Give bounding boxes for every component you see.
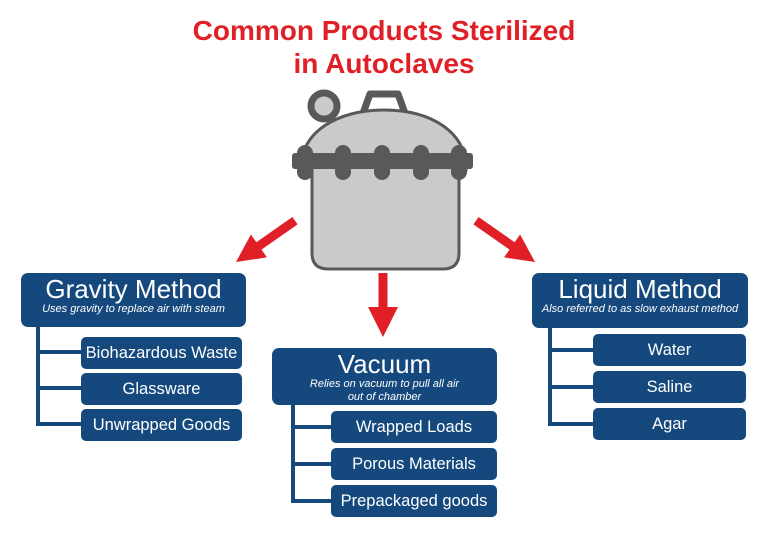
liquid-method-box: Liquid Method Also referred to as slow e… [532,273,748,328]
page-title-line2: in Autoclaves [293,48,475,80]
lid-band [292,153,473,169]
vacuum-method-subtitle: Relies on vacuum to pull all air out of … [309,378,460,403]
gravity-connector-stub [36,422,82,426]
vacuum-method-box: Vacuum Relies on vacuum to pull all air … [272,348,497,405]
gravity-connector-stub [36,350,82,354]
gravity-connector-line [36,327,40,424]
gravity-item-biohazardous-waste: Biohazardous Waste [81,337,242,369]
liquid-connector-line [548,328,552,424]
gravity-method-box: Gravity Method Uses gravity to replace a… [21,273,246,327]
vacuum-item-porous-materials: Porous Materials [331,448,497,480]
vacuum-method-title: Vacuum [337,349,432,379]
page-title-line1: Common Products Sterilized [192,15,576,46]
gravity-item-glassware: Glassware [81,373,242,405]
gravity-method-title: Gravity Method [45,274,222,304]
vacuum-connector-stub [291,499,332,503]
arrow-down-right-icon [473,217,535,262]
vacuum-item-wrapped-loads: Wrapped Loads [331,411,497,443]
liquid-connector-stub [548,348,594,352]
arrow-down-left-icon [236,217,298,262]
vacuum-item-prepackaged-goods: Prepackaged goods [331,485,497,517]
gravity-connector-stub [36,386,82,390]
liquid-connector-stub [548,385,594,389]
liquid-connector-stub [548,422,594,426]
liquid-item-water: Water [593,334,746,366]
liquid-item-saline: Saline [593,371,746,403]
liquid-method-title: Liquid Method [558,274,722,304]
vacuum-connector-line [291,404,295,503]
gravity-method-subtitle: Uses gravity to replace air with steam [42,303,225,316]
liquid-method-subtitle: Also referred to as slow exhaust method [541,303,739,316]
pressure-gauge-icon [307,89,343,135]
liquid-item-agar: Agar [593,408,746,440]
arrow-down-icon [368,273,398,337]
vacuum-connector-stub [291,425,332,429]
vacuum-connector-stub [291,462,332,466]
lid-bolts [297,145,467,180]
lid-handle-icon [358,90,410,118]
autoclave-icon [292,108,473,271]
gravity-item-unwrapped-goods: Unwrapped Goods [81,409,242,441]
